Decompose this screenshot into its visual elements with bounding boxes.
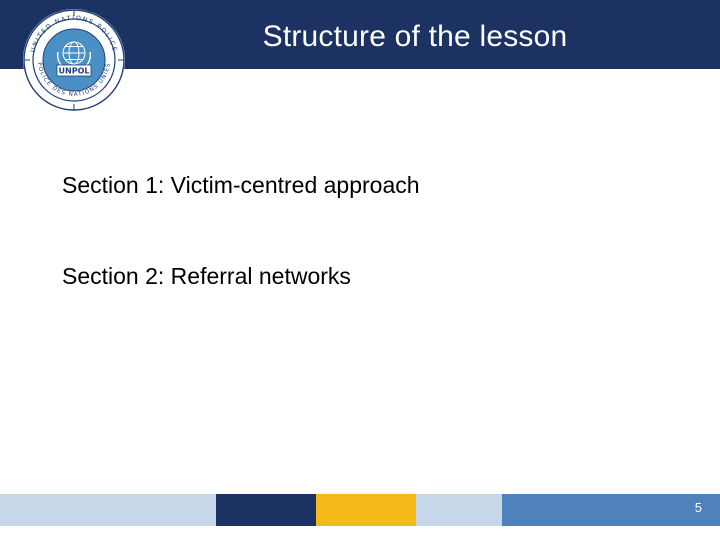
page-title: Structure of the lesson (262, 20, 568, 53)
un-police-emblem-icon: UNITED NATIONS POLICE POLICE DES NATIONS… (22, 8, 126, 112)
footer-segment-light-right (416, 494, 502, 526)
svg-text:UNPOL: UNPOL (59, 66, 90, 75)
slide-body: Section 1: Victim-centred approach Secti… (0, 69, 720, 490)
page-number: 5 (694, 500, 702, 515)
slide-footer: 5 (0, 494, 720, 540)
list-item: Section 1: Victim-centred approach (62, 172, 420, 198)
list-item: Section 2: Referral networks (62, 263, 351, 289)
footer-segment-yellow (316, 494, 416, 526)
footer-segment-navy (216, 494, 316, 526)
footer-segment-light-left (0, 494, 216, 526)
footer-segment-blue: 5 (502, 494, 720, 526)
